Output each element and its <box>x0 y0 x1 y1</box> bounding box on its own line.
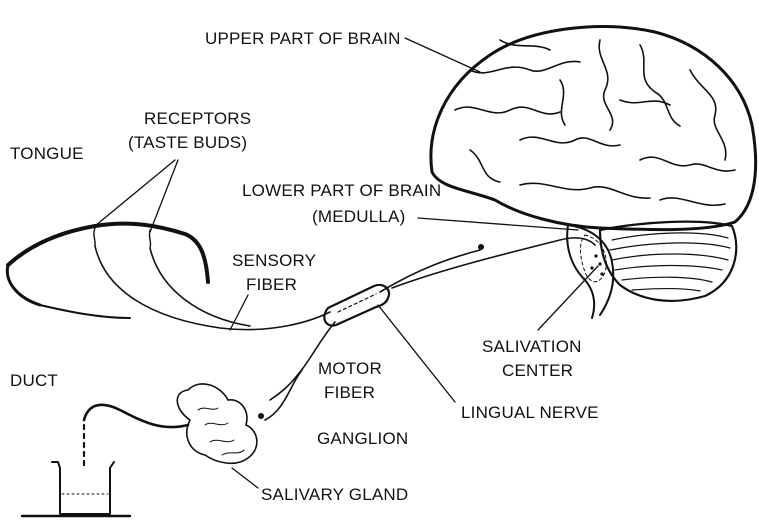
label-salivary-gland: SALIVARY GLAND <box>261 485 408 504</box>
sensory-nerve <box>95 238 595 330</box>
label-medulla: (MEDULLA) <box>312 207 405 226</box>
label-motor: MOTOR <box>318 359 382 378</box>
label-tongue: TONGUE <box>10 144 84 163</box>
tongue <box>7 224 208 318</box>
labels: UPPER PART OF BRAIN RECEPTORS (TASTE BUD… <box>10 29 599 504</box>
upper-brain <box>431 27 756 230</box>
label-salivation-center: CENTER <box>502 361 573 380</box>
label-duct: DUCT <box>10 371 58 390</box>
label-receptors: RECEPTORS <box>144 109 251 128</box>
label-sensory-fiber: FIBER <box>246 275 297 294</box>
label-lingual-nerve: LINGUAL NERVE <box>461 403 599 422</box>
label-taste-buds: (TASTE BUDS) <box>128 133 247 152</box>
label-salivation: SALIVATION <box>482 337 582 356</box>
duct <box>84 405 188 470</box>
cerebellum <box>600 222 736 301</box>
salivary-gland <box>177 384 257 463</box>
label-sensory: SENSORY <box>232 251 316 270</box>
label-lower-brain: LOWER PART OF BRAIN <box>242 181 441 200</box>
label-motor-fiber: FIBER <box>324 383 375 402</box>
label-ganglion: GANGLION <box>317 429 408 448</box>
label-upper-brain: UPPER PART OF BRAIN <box>205 29 401 48</box>
beaker <box>22 462 130 516</box>
lingual-nerve-sheath <box>324 285 389 326</box>
medulla <box>567 225 613 318</box>
